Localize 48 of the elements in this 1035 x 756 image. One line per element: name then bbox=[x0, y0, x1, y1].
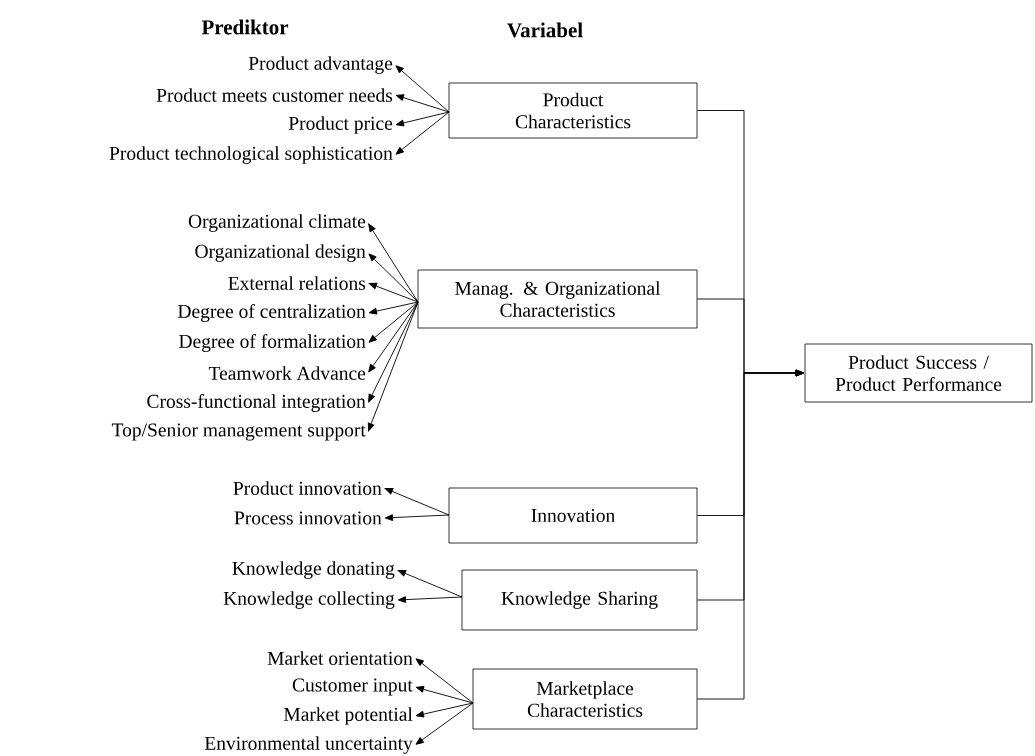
arrow bbox=[415, 702, 474, 718]
connector-arrow bbox=[696, 369, 804, 700]
arrow bbox=[397, 570, 463, 598]
arrow bbox=[395, 111, 450, 127]
arrow bbox=[415, 658, 474, 704]
variable-box: Marketplace Characteristics bbox=[472, 668, 698, 730]
variable-box: Knowledge Sharing bbox=[461, 569, 698, 631]
arrow bbox=[368, 301, 419, 343]
predictor-text: Cross-functional integration bbox=[147, 394, 366, 412]
arrow bbox=[368, 253, 419, 303]
predictor-text: Process innovation bbox=[234, 511, 382, 525]
predictor-text: Environmental uncertainty bbox=[204, 736, 413, 754]
arrow bbox=[368, 301, 419, 315]
predictor-text: Customer input bbox=[292, 678, 413, 696]
arrow bbox=[397, 596, 463, 604]
arrow bbox=[415, 702, 474, 745]
predictor-text: External relations bbox=[228, 276, 366, 290]
predictor-text: Product technological sophistication bbox=[109, 146, 393, 164]
arrow bbox=[395, 94, 450, 113]
variable-box: Innovation bbox=[448, 487, 698, 544]
predictor-text: Degree of centralization bbox=[178, 304, 366, 322]
predictor-text: Top/Senior management support bbox=[111, 423, 366, 441]
predictor-text: Product price bbox=[288, 116, 393, 134]
arrow bbox=[368, 301, 419, 373]
variable-box: Product Success / Product Performance bbox=[804, 343, 1033, 403]
predictor-text: Organizational climate bbox=[188, 214, 366, 232]
arrow bbox=[368, 282, 419, 303]
predictor-text: Market potential bbox=[283, 707, 413, 725]
predictor-text: Teamwork Advance bbox=[208, 366, 366, 380]
arrow bbox=[395, 65, 450, 113]
predictor-text: Product meets customer needs bbox=[156, 88, 393, 102]
predictor-text: Product innovation bbox=[233, 481, 382, 495]
predictor-text: Degree of formalization bbox=[179, 334, 366, 352]
variable-box: Manag. & Organizational Characteristics bbox=[417, 269, 698, 329]
predictor-text: Knowledge collecting bbox=[223, 591, 395, 609]
arrow bbox=[367, 301, 419, 432]
column-heading: Prediktor bbox=[201, 19, 289, 35]
predictor-text: Product advantage bbox=[248, 56, 393, 74]
predictor-text: Organizational design bbox=[195, 244, 366, 262]
arrow bbox=[368, 223, 419, 303]
predictor-text: Market orientation bbox=[267, 651, 413, 665]
arrow bbox=[415, 685, 474, 704]
predictor-text: Knowledge donating bbox=[232, 561, 395, 579]
arrow bbox=[384, 488, 450, 516]
arrow bbox=[384, 514, 450, 522]
variable-box: Product Characteristics bbox=[448, 82, 698, 139]
column-heading: Variabel bbox=[507, 22, 583, 38]
arrow bbox=[395, 111, 450, 155]
